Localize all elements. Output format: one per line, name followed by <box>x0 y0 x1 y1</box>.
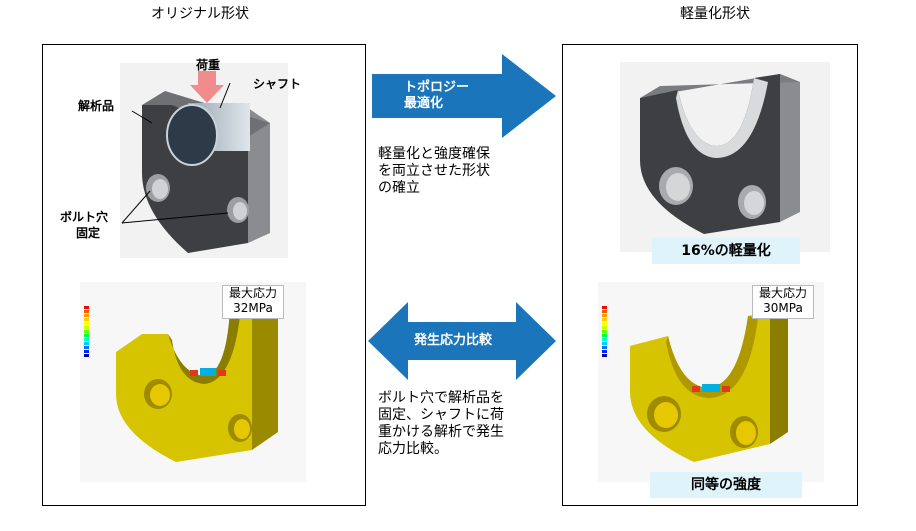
original-max-stress-value: 32MPa <box>233 301 273 315</box>
analysis-description-line3: 重かける解析で発生 <box>378 424 504 440</box>
lightweight-cad-image <box>620 62 830 252</box>
original-max-stress-title: 最大応力 <box>228 286 277 300</box>
original-heading: オリジナル形状 <box>151 6 249 22</box>
lightweight-max-stress-label: 最大応力 30MPa <box>752 285 814 319</box>
stress-comparison-arrow <box>368 302 556 380</box>
stress-comparison-label: 発生応力比較 <box>414 333 493 348</box>
weight-reduction-badge: 16%の軽量化 <box>652 238 800 264</box>
lightweight-heading: 軽量化形状 <box>680 6 750 22</box>
optimization-description-line3: の確立 <box>378 180 420 196</box>
bolt-hole-label-line2: 固定 <box>76 226 101 240</box>
topology-optimization-arrow <box>372 54 556 138</box>
analysis-description-line1: ボルト穴で解析品を <box>378 390 504 406</box>
bolt-hole-label-line1: ボルト穴 <box>60 210 109 224</box>
original-fea-image <box>80 282 306 482</box>
analysis-description: ボルト穴で解析品を 固定、シャフトに荷 重かける解析で発生 応力比較。 <box>378 390 504 458</box>
optimization-description-line2: を両立させた形状 <box>378 163 490 179</box>
analysis-description-line2: 固定、シャフトに荷 <box>378 407 504 423</box>
original-cad-image <box>120 63 288 258</box>
shaft-label: シャフト <box>253 77 302 91</box>
lightweight-max-stress-title: 最大応力 <box>758 286 807 300</box>
optimization-description: 軽量化と強度確保 を両立させた形状 の確立 <box>378 146 490 197</box>
original-max-stress-label: 最大応力 32MPa <box>222 285 284 319</box>
topology-arrow-label-line2: 最適化 <box>404 96 444 111</box>
equal-strength-badge: 同等の強度 <box>650 472 802 498</box>
load-label: 荷重 <box>196 58 221 72</box>
lightweight-max-stress-value: 30MPa <box>763 301 803 315</box>
optimization-description-line1: 軽量化と強度確保 <box>378 146 490 162</box>
topology-arrow-label-line1: トポロジー <box>404 80 470 95</box>
analysis-description-line4: 応力比較。 <box>378 441 448 457</box>
part-label: 解析品 <box>78 99 115 113</box>
